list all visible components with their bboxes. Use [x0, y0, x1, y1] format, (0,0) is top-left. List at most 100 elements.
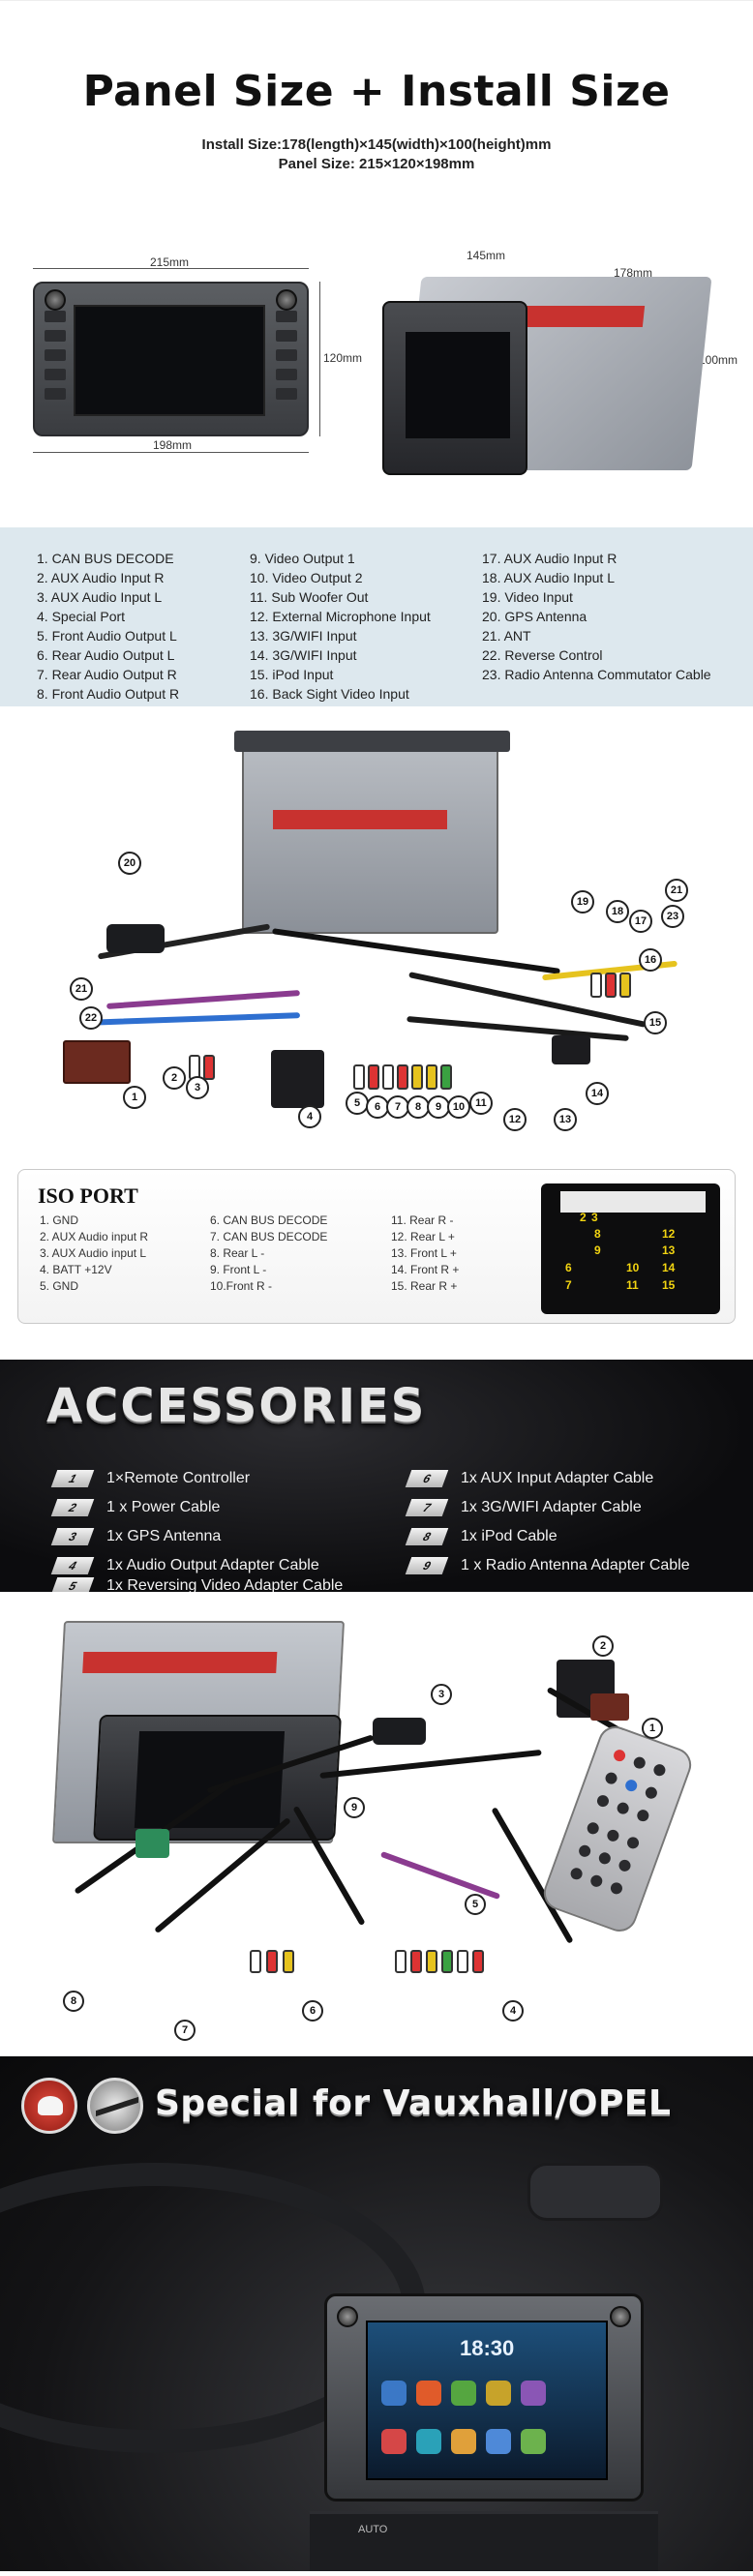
- pin-label: 13: [662, 1243, 676, 1257]
- volume-knob: [337, 2306, 358, 2327]
- remote-key: [609, 1880, 624, 1897]
- pin-label: 3: [591, 1211, 598, 1224]
- special-vauxhall-opel-section: Special for Vauxhall/OPEL 18:30 AUTO: [0, 2056, 753, 2571]
- remote-key: [635, 1808, 651, 1823]
- item-label: 1x 3G/WIFI Adapter Cable: [461, 1499, 642, 1515]
- iso-pin-item: 10.Front R -: [210, 1279, 273, 1293]
- front-depth-dim: 198mm: [153, 438, 193, 452]
- app-icon: [486, 2381, 511, 2406]
- head-unit-front-image: [33, 282, 309, 436]
- pinout-item: 5. Front Audio Output L: [37, 628, 177, 644]
- callout-marker: 23: [661, 905, 684, 928]
- iso-pin-item: 12. Rear L +: [391, 1230, 455, 1243]
- iso-pin-item: 7. CAN BUS DECODE: [210, 1230, 328, 1243]
- iso-connector: [271, 1050, 324, 1108]
- remote-key: [603, 1770, 619, 1786]
- right-buttons: [276, 311, 297, 407]
- callout-marker: 3: [431, 1684, 452, 1705]
- pin-label: 14: [662, 1261, 676, 1274]
- rca-red: [203, 1055, 215, 1080]
- volume-knob: [45, 289, 66, 311]
- decoder-box: [590, 1693, 629, 1721]
- iso-pin-item: 15. Rear R +: [391, 1279, 458, 1293]
- remote-key: [586, 1820, 601, 1836]
- iso-pin-item: 8. Rear L -: [210, 1246, 265, 1260]
- pinout-item: 6. Rear Audio Output L: [37, 647, 175, 663]
- gps-antenna: [106, 924, 165, 953]
- accessory-item: 5 1x Reversing Video Adapter Cable: [50, 1577, 343, 1595]
- app-icon: [451, 2429, 476, 2454]
- gps-cable: [319, 1749, 542, 1780]
- iso-pin-item: 13. Front L +: [391, 1246, 457, 1260]
- pinout-item: 13. 3G/WIFI Input: [250, 628, 357, 644]
- accessory-item: 7 1x 3G/WIFI Adapter Cable: [405, 1495, 642, 1520]
- wiring-photo-section: 20 21 19 18 17 23 16 15 21 22 1 2 3 4 5 …: [0, 706, 753, 1161]
- iso-pin-item: 4. BATT +12V: [40, 1263, 112, 1276]
- pinout-item: 17. AUX Audio Input R: [482, 551, 617, 566]
- center-console: AUTO: [310, 2511, 658, 2571]
- item-number: 9: [405, 1557, 449, 1574]
- callout-marker: 21: [665, 879, 688, 902]
- app-icon: [381, 2429, 407, 2454]
- ipod-connector: [136, 1829, 169, 1858]
- iso-height-dim: 100mm: [699, 353, 738, 367]
- front-height-dim: 120mm: [323, 351, 363, 365]
- pinout-item: 9. Video Output 1: [250, 551, 355, 566]
- accessory-item: 6 1x AUX Input Adapter Cable: [405, 1466, 654, 1491]
- callout-marker: 8: [407, 1095, 430, 1119]
- air-vent: [527, 2163, 663, 2221]
- callout-marker: 18: [606, 900, 629, 923]
- pinout-item: 15. iPod Input: [250, 667, 334, 682]
- callout-marker: 12: [503, 1108, 527, 1131]
- item-number: 7: [405, 1499, 449, 1516]
- accessory-item: 4 1x Audio Output Adapter Cable: [50, 1553, 319, 1578]
- callout-marker: 21: [70, 977, 93, 1001]
- pinout-list-section: 1. CAN BUS DECODE 2. AUX Audio Input R 3…: [0, 527, 753, 706]
- pinout-item: 4. Special Port: [37, 609, 126, 624]
- power-key: [612, 1748, 627, 1763]
- iso-pin-item: 11. Rear R -: [391, 1213, 454, 1227]
- rca-green: [441, 1950, 453, 1973]
- rca-red: [472, 1950, 484, 1973]
- iso-connector-diagram: 2 3 8 12 9 13 6 10 14 7 11 15: [541, 1183, 720, 1314]
- remote-key: [625, 1835, 641, 1851]
- connector-latch: [560, 1191, 706, 1213]
- item-number: 1: [50, 1470, 95, 1487]
- callout-marker: 7: [386, 1095, 409, 1119]
- pin-label: 11: [626, 1278, 639, 1292]
- iso-pin-item: 1. GND: [40, 1213, 79, 1227]
- clock-display: 18:30: [460, 2336, 515, 2360]
- pinout-item: 12. External Microphone Input: [250, 609, 431, 624]
- rca-yellow: [426, 1064, 437, 1090]
- callout-marker: 1: [123, 1086, 146, 1109]
- pin-label: 8: [594, 1227, 601, 1241]
- accessory-item: 3 1x GPS Antenna: [50, 1524, 221, 1549]
- item-label: 1 x Radio Antenna Adapter Cable: [461, 1557, 690, 1573]
- iso-pin-item: 9. Front L -: [210, 1263, 267, 1276]
- remote-key: [577, 1843, 592, 1859]
- callout-marker: 16: [639, 948, 662, 972]
- rca-yellow: [426, 1950, 437, 1973]
- item-label: 1x AUX Input Adapter Cable: [461, 1470, 654, 1486]
- pin-label: 2: [580, 1211, 587, 1224]
- purple-cable: [106, 990, 300, 1009]
- iso-pin-item: 5. GND: [40, 1279, 79, 1293]
- rca-yellow: [283, 1950, 294, 1973]
- installed-head-unit: 18:30: [324, 2293, 644, 2501]
- iso-port-section: ISO PORT 1. GND 2. AUX Audio input R 3. …: [0, 1161, 753, 1360]
- callout-marker: 5: [465, 1894, 486, 1915]
- iso-screen: [406, 332, 510, 438]
- pinout-item: 14. 3G/WIFI Input: [250, 647, 357, 663]
- remote-key: [644, 1784, 659, 1801]
- install-size-text: Install Size:178(length)×145(width)×100(…: [201, 136, 552, 153]
- iso-col-1: 1. GND 2. AUX Audio input R 3. AUX Audio…: [40, 1213, 148, 1295]
- app-icon: [451, 2381, 476, 2406]
- android-home-screen: 18:30: [366, 2321, 608, 2480]
- iso-port-panel: ISO PORT 1. GND 2. AUX Audio input R 3. …: [17, 1169, 736, 1324]
- app-icon: [381, 2381, 407, 2406]
- app-icon: [416, 2381, 441, 2406]
- callout-marker: 17: [629, 910, 652, 933]
- pinout-item: 2. AUX Audio Input R: [37, 570, 165, 585]
- pinout-item: 19. Video Input: [482, 589, 573, 605]
